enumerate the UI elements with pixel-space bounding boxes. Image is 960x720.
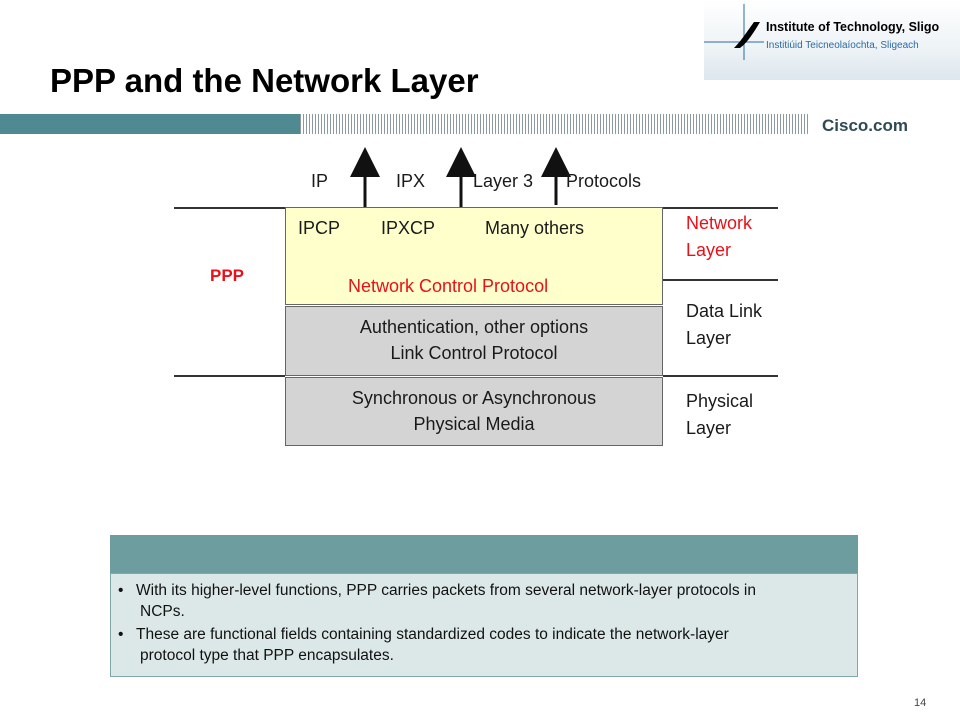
bullet-marker-2: • bbox=[118, 626, 124, 643]
layer-datalink-1: Data Link bbox=[686, 301, 763, 321]
layer-physical-2: Layer bbox=[686, 418, 732, 438]
info-box bbox=[110, 573, 858, 677]
ncp-box bbox=[285, 207, 663, 305]
label-protocols: Protocols bbox=[566, 171, 642, 191]
label-ipx: IPX bbox=[396, 171, 426, 191]
info-box-header bbox=[110, 535, 858, 573]
label-network-control-protocol: Network Control Protocol bbox=[348, 276, 549, 296]
bullet-1-line1: With its higher-level functions, PPP car… bbox=[136, 582, 756, 599]
label-ipxcp: IPXCP bbox=[381, 218, 436, 238]
logo-text-english: Institute of Technology, Sligo bbox=[766, 20, 940, 34]
layer-network-1: Network bbox=[686, 213, 753, 233]
physical-line1: Synchronous or Asynchronous bbox=[351, 388, 597, 408]
layer-physical-1: Physical bbox=[686, 391, 754, 411]
bullet-marker-1: • bbox=[118, 582, 124, 599]
lcp-line1: Authentication, other options bbox=[359, 317, 589, 337]
header-band bbox=[0, 114, 300, 134]
bullet-1-line2: NCPs. bbox=[140, 603, 185, 620]
physical-line2: Physical Media bbox=[413, 414, 535, 434]
layer-datalink-2: Layer bbox=[686, 328, 732, 348]
page-title: PPP and the Network Layer bbox=[50, 62, 479, 99]
cisco-brand: Cisco.com bbox=[822, 116, 908, 135]
lcp-line2: Link Control Protocol bbox=[390, 343, 558, 363]
bullet-2-line2: protocol type that PPP encapsulates. bbox=[140, 647, 394, 664]
logo-swoosh-icon bbox=[704, 4, 764, 60]
physical-box bbox=[285, 377, 663, 446]
lcp-box bbox=[285, 306, 663, 376]
label-layer3: Layer 3 bbox=[473, 171, 534, 191]
label-ip: IP bbox=[311, 171, 329, 191]
logo-text-irish: Institiúid Teicneolaíochta, Sligeach bbox=[766, 40, 919, 51]
label-ipcp: IPCP bbox=[298, 218, 341, 238]
header-barcode-strip bbox=[300, 114, 810, 134]
bullet-2-line1: These are functional fields containing s… bbox=[136, 626, 729, 643]
institute-logo bbox=[704, 0, 960, 80]
page-number: 14 bbox=[914, 697, 927, 709]
label-many-others: Many others bbox=[485, 218, 585, 238]
label-ppp: PPP bbox=[210, 266, 245, 285]
layer-network-2: Layer bbox=[686, 240, 732, 260]
